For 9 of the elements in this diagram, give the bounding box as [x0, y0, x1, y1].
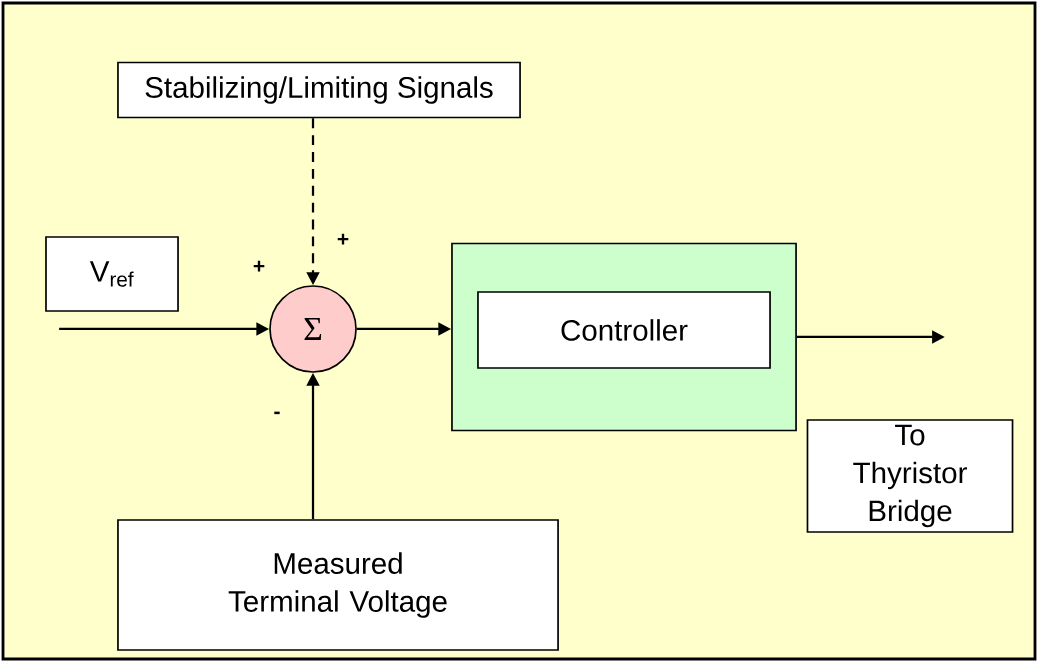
input-box: V$_{ref}$ [45, 236, 179, 312]
summing-junction: Σ [269, 285, 357, 373]
output-box: To Thyristor Bridge [806, 419, 1014, 533]
sign-label: + [337, 233, 349, 245]
sign-label: - [274, 411, 280, 415]
signal-box: Measured Terminal Voltage [117, 519, 559, 651]
signal-box: Stabilizing/Limiting Signals [117, 61, 521, 119]
controller-box: Controller [477, 291, 771, 369]
sign-label: + [253, 260, 265, 272]
